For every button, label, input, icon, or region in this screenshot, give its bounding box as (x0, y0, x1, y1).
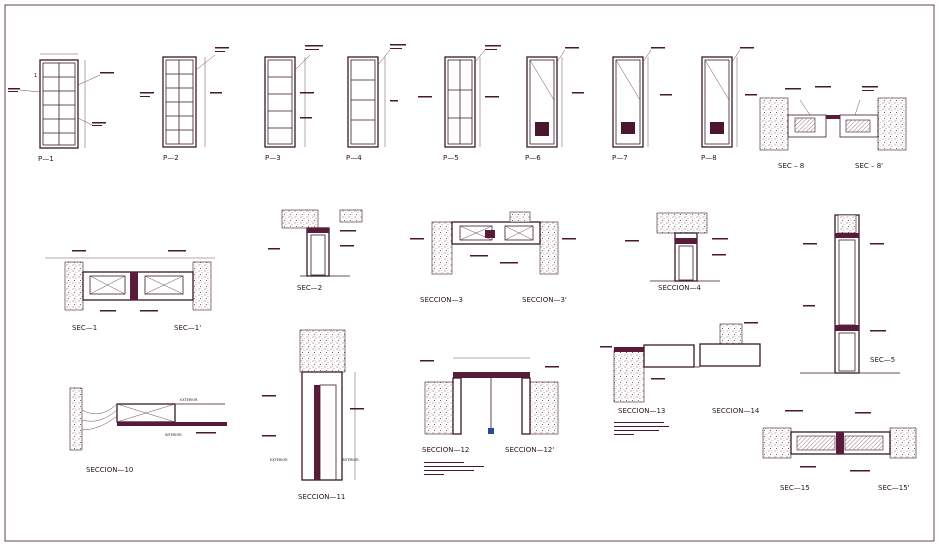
label-sec1b: SEC—1' (174, 324, 201, 332)
label-p1: P—1 (38, 155, 54, 163)
label-p7: P—7 (612, 154, 628, 162)
label-p6: P—6 (525, 154, 541, 162)
section-5: SEC—5 (800, 214, 900, 374)
label-sec3b: SECCION—3' (522, 296, 567, 304)
section-3: SECCION—3 SECCION—3' (410, 211, 576, 304)
label-p4: P—4 (346, 154, 362, 162)
label-sec8b: SEC – 8' (855, 162, 883, 170)
label-p5: P—5 (443, 154, 459, 162)
label-p2: P—2 (163, 154, 179, 162)
elevation-p2: P—2 (140, 47, 229, 162)
section-13-14: SECCION—13 SECCION—14 (600, 322, 761, 435)
label-sec3: SECCION—3 (420, 296, 463, 304)
section-12: SECCION—12 SECCION—12' (420, 357, 559, 475)
elevation-p5: P—5 (418, 45, 501, 162)
section-10: EXTERIOR INTERIOR SECCION—10 (69, 387, 227, 474)
dim-p1: 1 (34, 73, 37, 79)
label-sec1: SEC—1 (72, 324, 97, 332)
label-p8: P—8 (701, 154, 717, 162)
elevation-p8: P—8 (701, 47, 757, 162)
label-sec15: SEC—15 (780, 484, 810, 492)
elevation-p6: P—6 (525, 47, 584, 162)
label-sec14: SECCION—14 (712, 407, 760, 415)
sheet-border (4, 4, 935, 542)
elevation-p7: P—7 (612, 47, 672, 162)
section-15: SEC—15 SEC—15' (762, 410, 917, 492)
label-exterior-11: EXTERIOR (270, 458, 288, 462)
label-sec8: SEC – 8 (778, 162, 804, 170)
label-sec13: SECCION—13 (618, 407, 665, 415)
elevation-p3: P—3 (264, 45, 323, 162)
section-4: SECCION—4 (625, 212, 728, 292)
label-sec15b: SEC—15' (878, 484, 910, 492)
section-2: SEC—2 (268, 209, 363, 292)
label-sec5: SEC—5 (870, 356, 895, 364)
label-p3: P—3 (265, 154, 281, 162)
label-sec2: SEC—2 (297, 284, 322, 292)
label-sec11: SECCION—11 (298, 493, 345, 501)
label-interior-10: INTERIOR (165, 433, 182, 437)
elevation-p1: P—1 1 (8, 53, 114, 163)
section-1: SEC—1 SEC—1' (45, 250, 215, 332)
label-interior-11: INTERIOR (342, 458, 359, 462)
label-sec4: SECCION—4 (658, 284, 701, 292)
elevation-p4: P—4 (346, 44, 406, 162)
label-exterior-10: EXTERIOR (180, 398, 198, 402)
label-sec12: SECCION—12 (422, 446, 469, 454)
label-sec12b: SECCION—12' (505, 446, 554, 454)
section-11: EXTERIOR INTERIOR SECCION—11 (262, 329, 364, 501)
label-sec10: SECCION—10 (86, 466, 133, 474)
section-8: SEC – 8 SEC – 8' (759, 86, 907, 170)
